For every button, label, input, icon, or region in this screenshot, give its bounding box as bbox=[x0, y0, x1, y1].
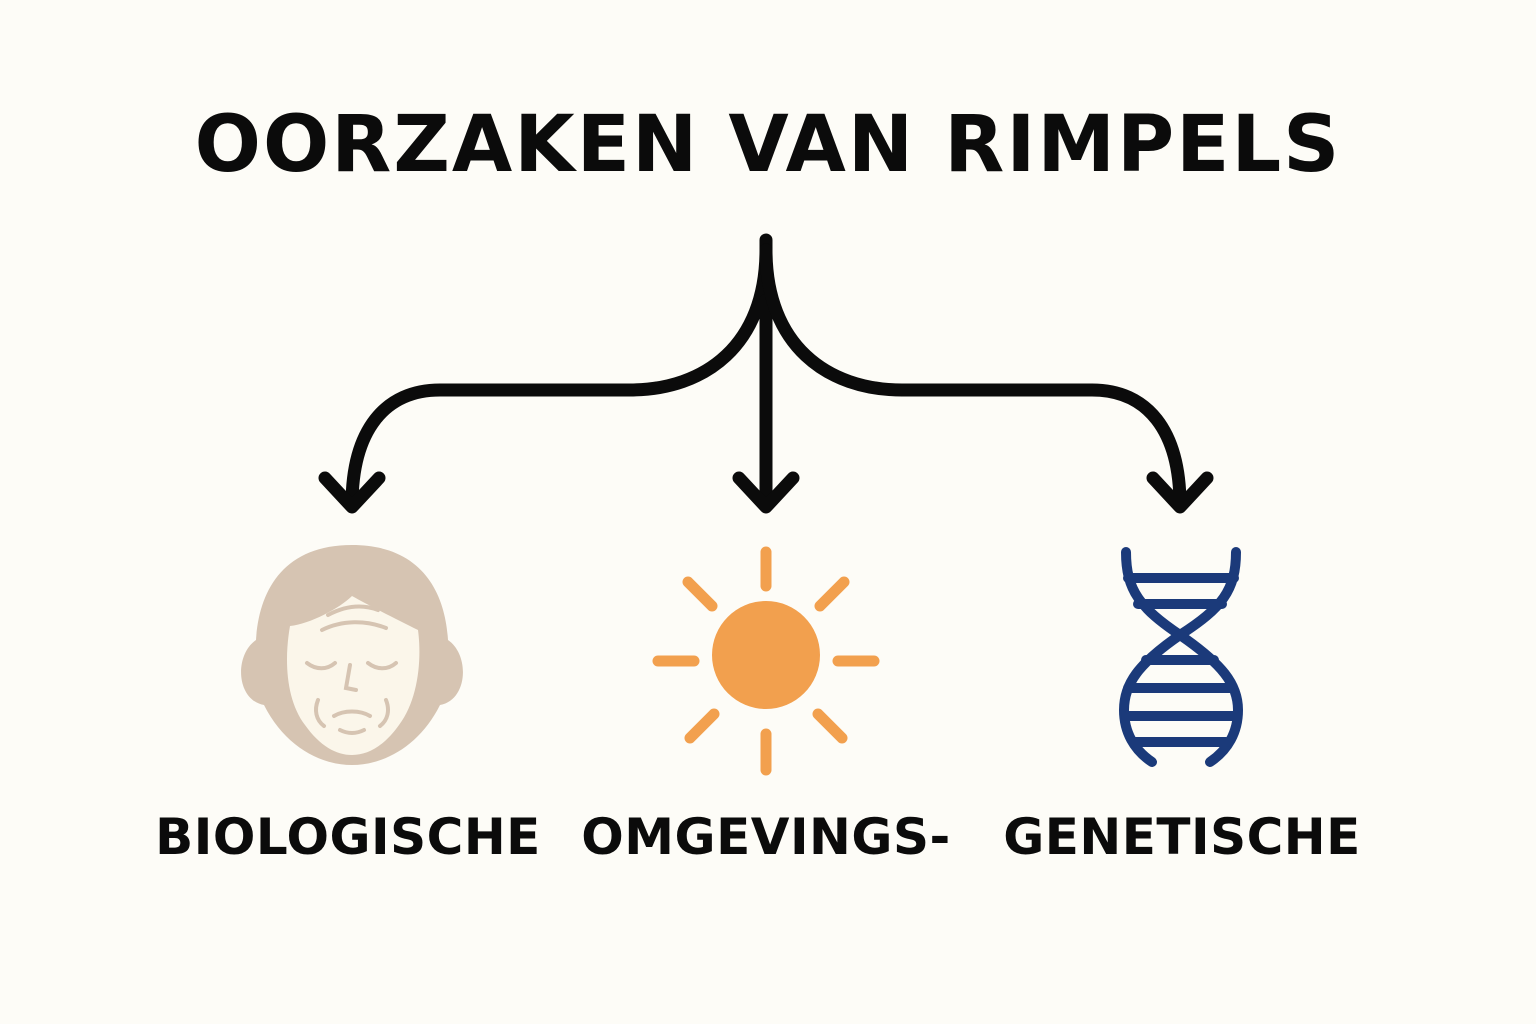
label-biologische: BIOLOGISCHE bbox=[155, 808, 541, 866]
forehead-wrinkle-1 bbox=[326, 604, 380, 617]
forehead-wrinkle-2 bbox=[320, 620, 388, 632]
arrowhead-center bbox=[732, 471, 800, 514]
label-genetische: GENETISCHE bbox=[1003, 808, 1361, 866]
sun-ray-top-right bbox=[814, 576, 850, 612]
sun-ray-top-left bbox=[682, 576, 718, 612]
dna-strand-2 bbox=[1118, 547, 1241, 767]
arrowhead-right bbox=[1146, 471, 1214, 514]
sun-ray-bottom-left bbox=[684, 708, 720, 744]
sun-ray-bottom-right bbox=[812, 708, 848, 744]
label-omgevings: OMGEVINGS- bbox=[581, 808, 951, 866]
left-closed-eye bbox=[305, 661, 337, 671]
connector-arrows bbox=[318, 233, 1214, 514]
chin-wrinkle bbox=[338, 728, 366, 735]
diagram-title: OORZAKEN VAN RIMPELS bbox=[194, 100, 1342, 190]
dna-strand-1 bbox=[1121, 547, 1244, 767]
arrowhead-left bbox=[318, 471, 386, 514]
connector-left-branch bbox=[345, 243, 773, 512]
dna-icon bbox=[1118, 547, 1244, 767]
sun-icon bbox=[652, 546, 880, 776]
nose bbox=[343, 663, 358, 692]
sun-disc bbox=[712, 601, 820, 709]
mouth bbox=[332, 709, 372, 718]
connector-right-branch bbox=[759, 243, 1187, 512]
left-cheek-wrinkle bbox=[314, 698, 326, 728]
elderly-face-icon bbox=[241, 545, 463, 765]
right-closed-eye bbox=[366, 661, 398, 671]
right-cheek-wrinkle bbox=[378, 698, 390, 728]
